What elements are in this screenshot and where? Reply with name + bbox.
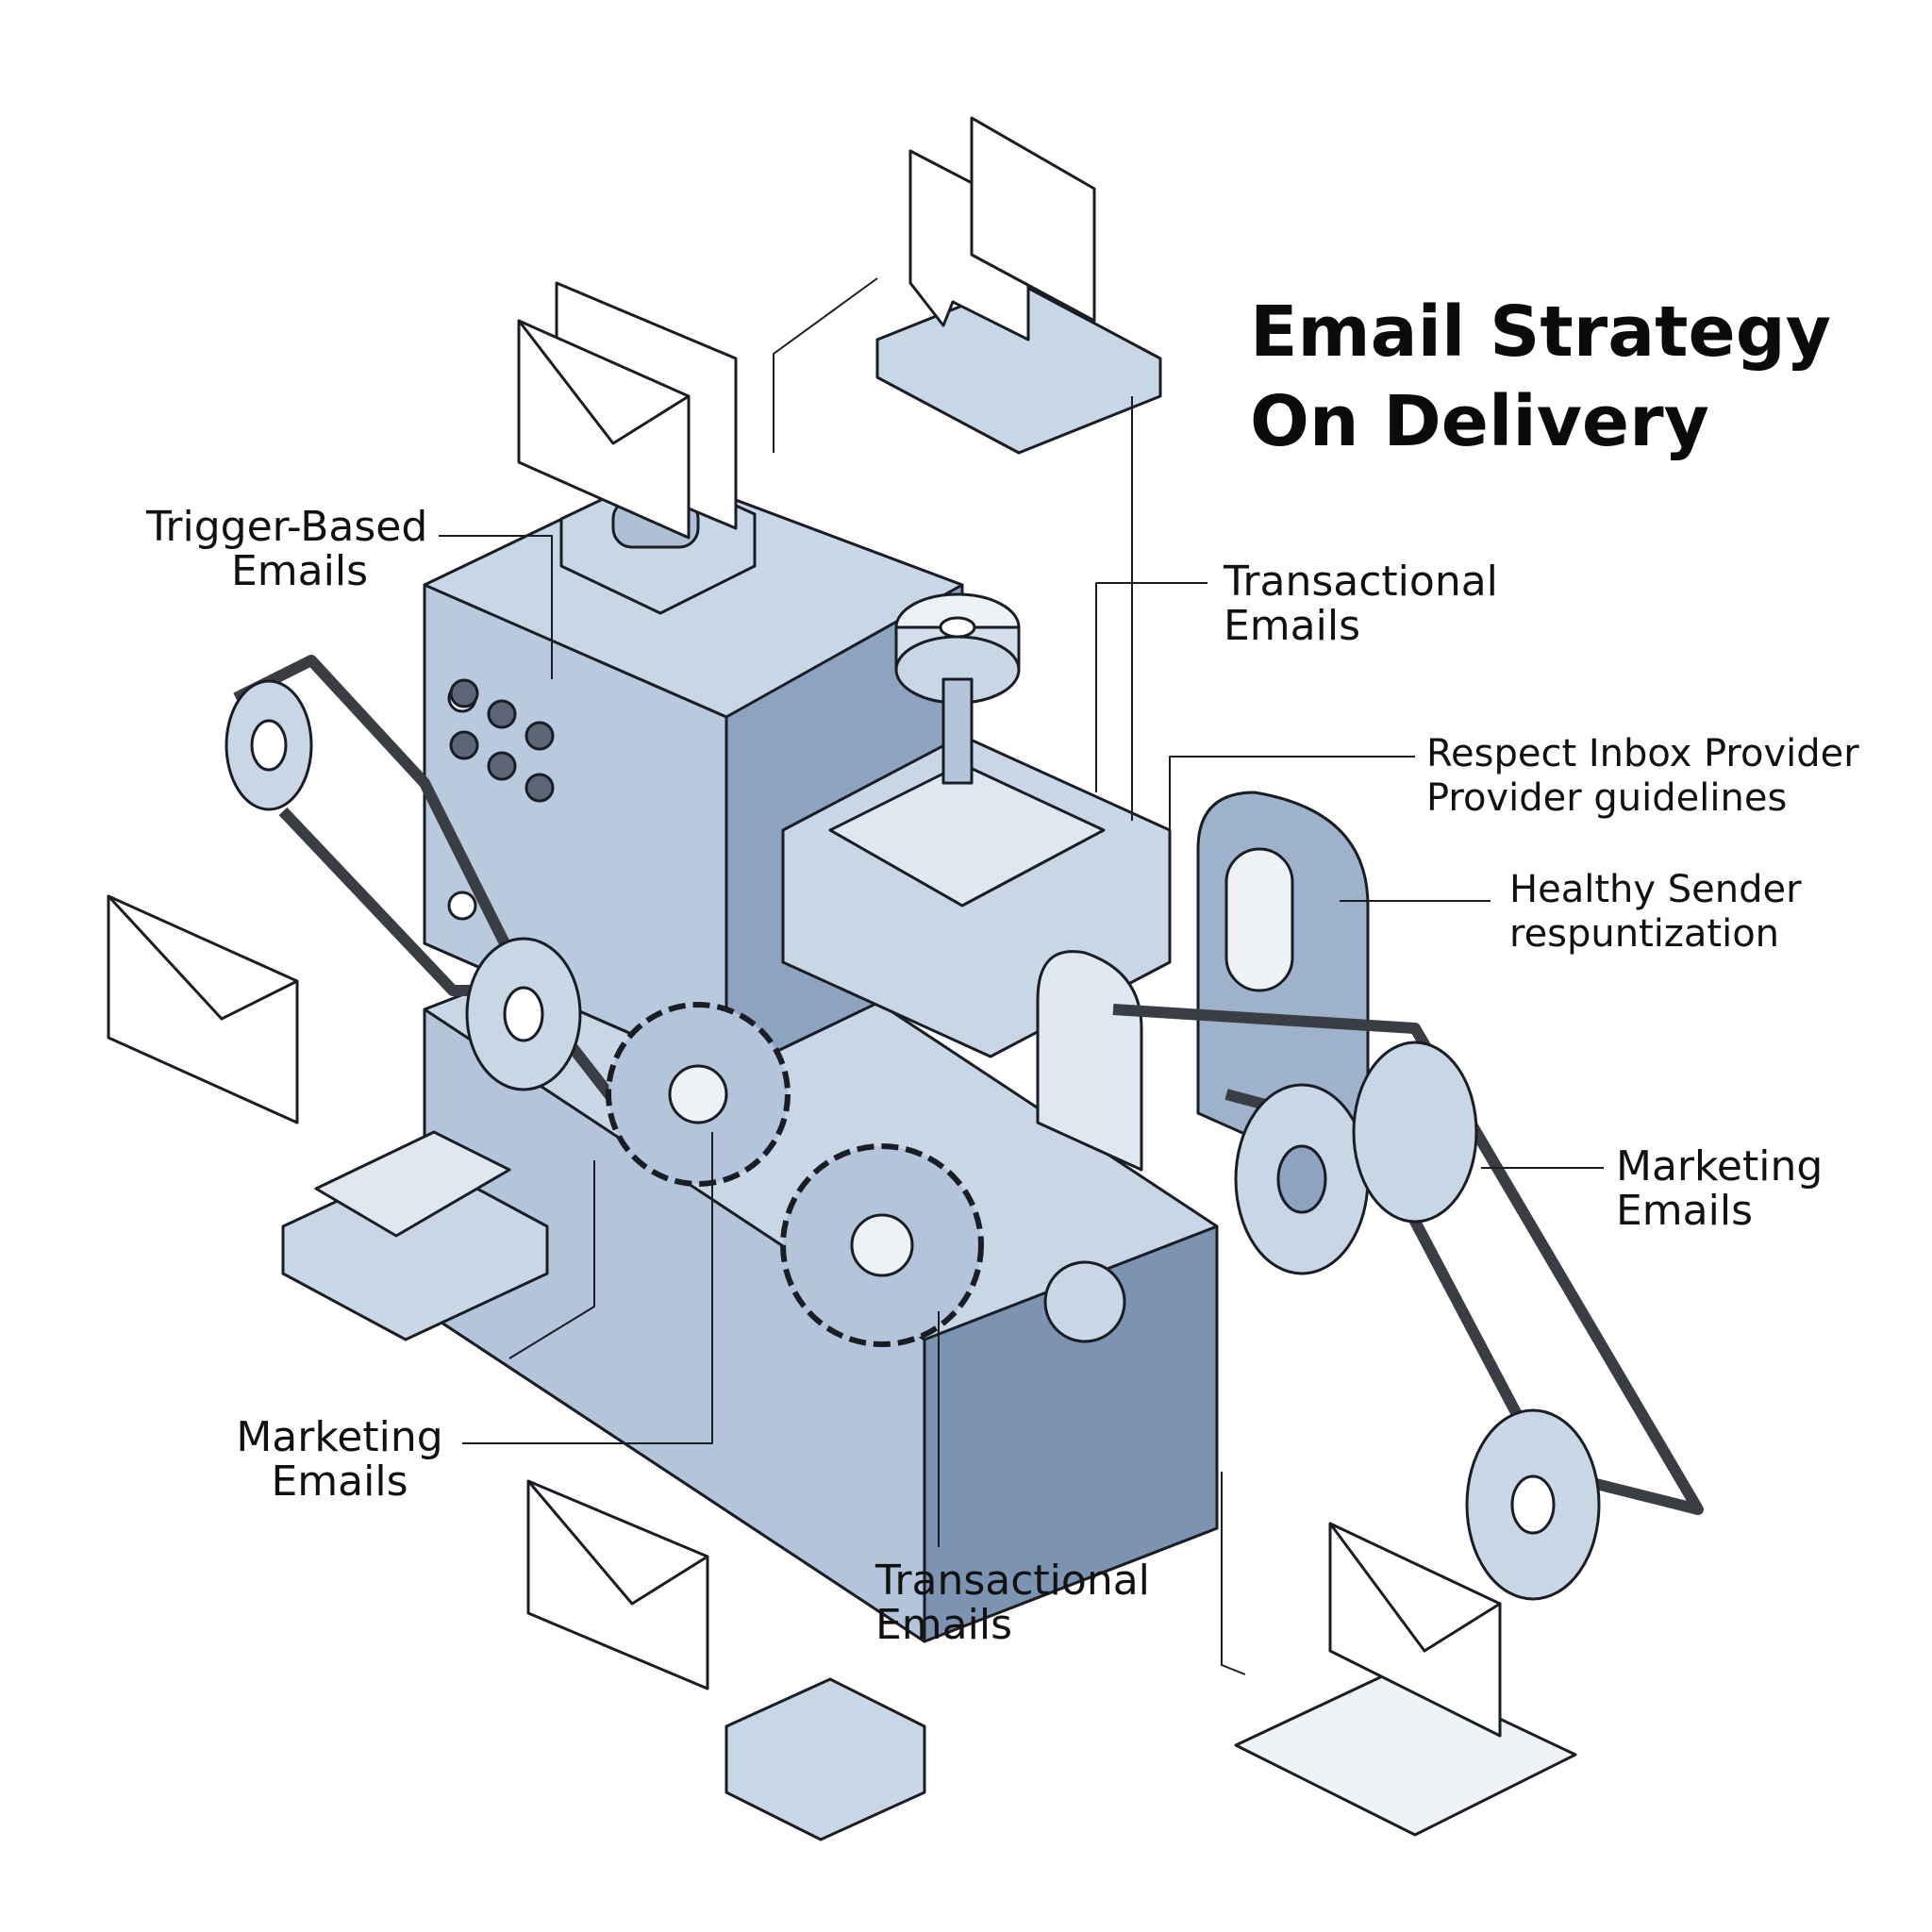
output-tray [773,116,1162,455]
indicator-dots [449,678,555,803]
envelope-right [1234,1522,1577,1837]
diagram-title: Email Strategy On Delivery [1250,288,1831,467]
label-line: Emails [1224,602,1360,650]
label-line: Emails [875,1601,1012,1649]
title-line-2: On Delivery [1250,381,1709,462]
envelope-left [107,894,549,1341]
label-line: Transactional [1224,558,1498,606]
label-line: Transactional [875,1557,1150,1605]
label-marketing-left: Marketing Emails [236,1415,443,1504]
gears [606,1002,1126,1347]
label-respect-inbox: Respect Inbox Provider Provider guidelin… [1426,732,1859,821]
leader-lines [439,396,1604,1675]
label-line: Emails [1616,1187,1753,1235]
envelope-bottom [526,1479,926,1841]
label-line: Emails [231,547,368,595]
label-transactional-bottom: Transactional Emails [875,1558,1150,1647]
label-line: Respect Inbox Provider [1426,732,1859,775]
label-line: Marketing [1616,1142,1824,1191]
label-trigger-based: Trigger-Based Emails [146,503,428,595]
label-line: Provider guidelines [1426,776,1788,820]
label-line: respuntization [1509,912,1780,956]
title-line-1: Email Strategy [1250,291,1831,373]
label-line: Trigger-Based [146,503,428,551]
label-line: Healthy Sender [1509,868,1802,911]
label-line: Marketing [236,1413,443,1461]
label-healthy-sender: Healthy Sender respuntization [1509,868,1802,957]
pulleys [225,679,1601,1601]
label-marketing-right: Marketing Emails [1616,1144,1823,1233]
input-mail-stack [517,281,757,615]
label-transactional-top: Transactional Emails [1224,559,1498,648]
label-line: Emails [271,1457,408,1506]
